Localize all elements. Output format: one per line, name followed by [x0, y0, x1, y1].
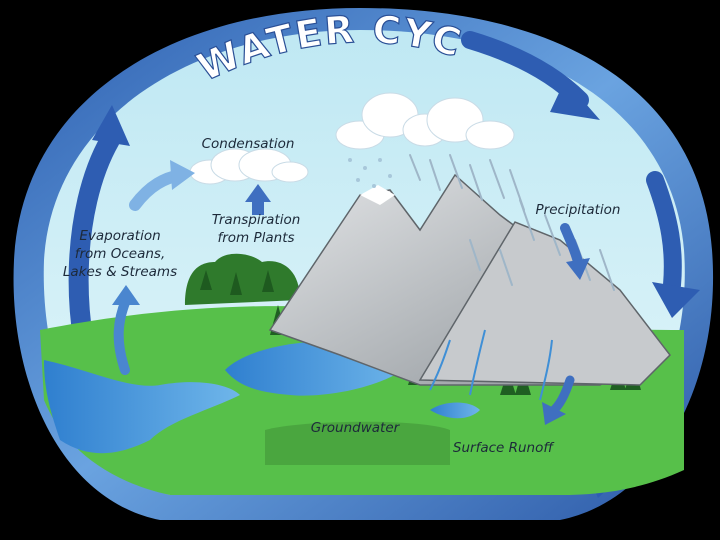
mountain-streams [429, 329, 553, 401]
label-evaporation-3: Lakes & Streams [63, 264, 177, 280]
transpiration-arrow-head [245, 184, 271, 202]
cycle-arrow-right [646, 171, 682, 294]
label-precipitation: Precipitation [536, 202, 621, 218]
label-transpiration-2: from Plants [217, 230, 294, 246]
pond [430, 402, 480, 419]
label-condensation: Condensation [202, 136, 295, 152]
cycle-arrow-right-head [652, 282, 700, 318]
cycle-arrow-top-head [550, 80, 600, 120]
snow-cap [360, 185, 395, 205]
cycle-arrow-left-head [92, 105, 130, 146]
label-evaporation-1: Evaporation [79, 228, 160, 244]
precipitation-arrow-head [566, 258, 590, 280]
evaporation-arrow-head [112, 285, 140, 305]
label-groundwater: Groundwater [311, 420, 401, 436]
mountains [268, 173, 671, 401]
runoff-arrow-head [542, 402, 566, 425]
forest-left [185, 253, 300, 305]
groundwater-layer [265, 421, 450, 465]
snow-dots [348, 158, 392, 188]
label-evaporation-2: from Oceans, [75, 246, 166, 262]
label-surface-runoff: Surface Runoff [453, 440, 554, 456]
label-transpiration-1: Transpiration [212, 212, 301, 228]
evaporation-up-arrow-head [170, 160, 195, 190]
cloud-rain [335, 92, 515, 150]
cloud-condensation [189, 148, 309, 185]
evaporation-arrow [113, 295, 131, 375]
river [44, 360, 240, 454]
precipitation-arrow [560, 223, 583, 267]
